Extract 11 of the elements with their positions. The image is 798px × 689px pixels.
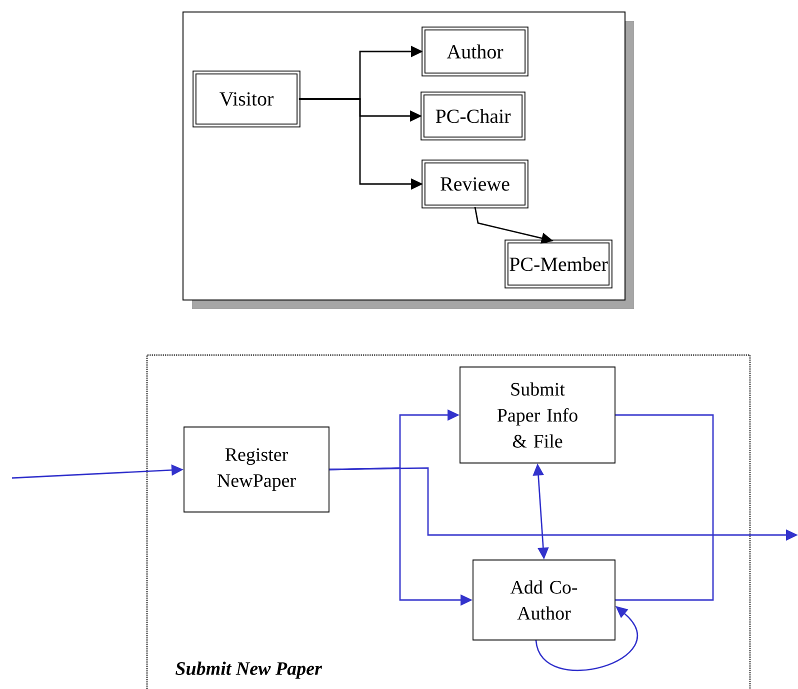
frame-box	[182, 12, 634, 309]
role-box: Visitor	[192, 70, 300, 128]
process-box: Submit Paper Info & File	[460, 366, 616, 464]
role-box: Author	[422, 26, 528, 76]
process-box: Register NewPaper	[184, 426, 330, 512]
process-box: Add Co-Author	[472, 560, 616, 640]
role-box: PC-Chair	[420, 92, 526, 140]
arrow	[535, 606, 638, 671]
role-box: PC-Member	[504, 240, 612, 288]
connector-line	[615, 414, 714, 601]
role-box: Reviewe	[422, 160, 528, 208]
